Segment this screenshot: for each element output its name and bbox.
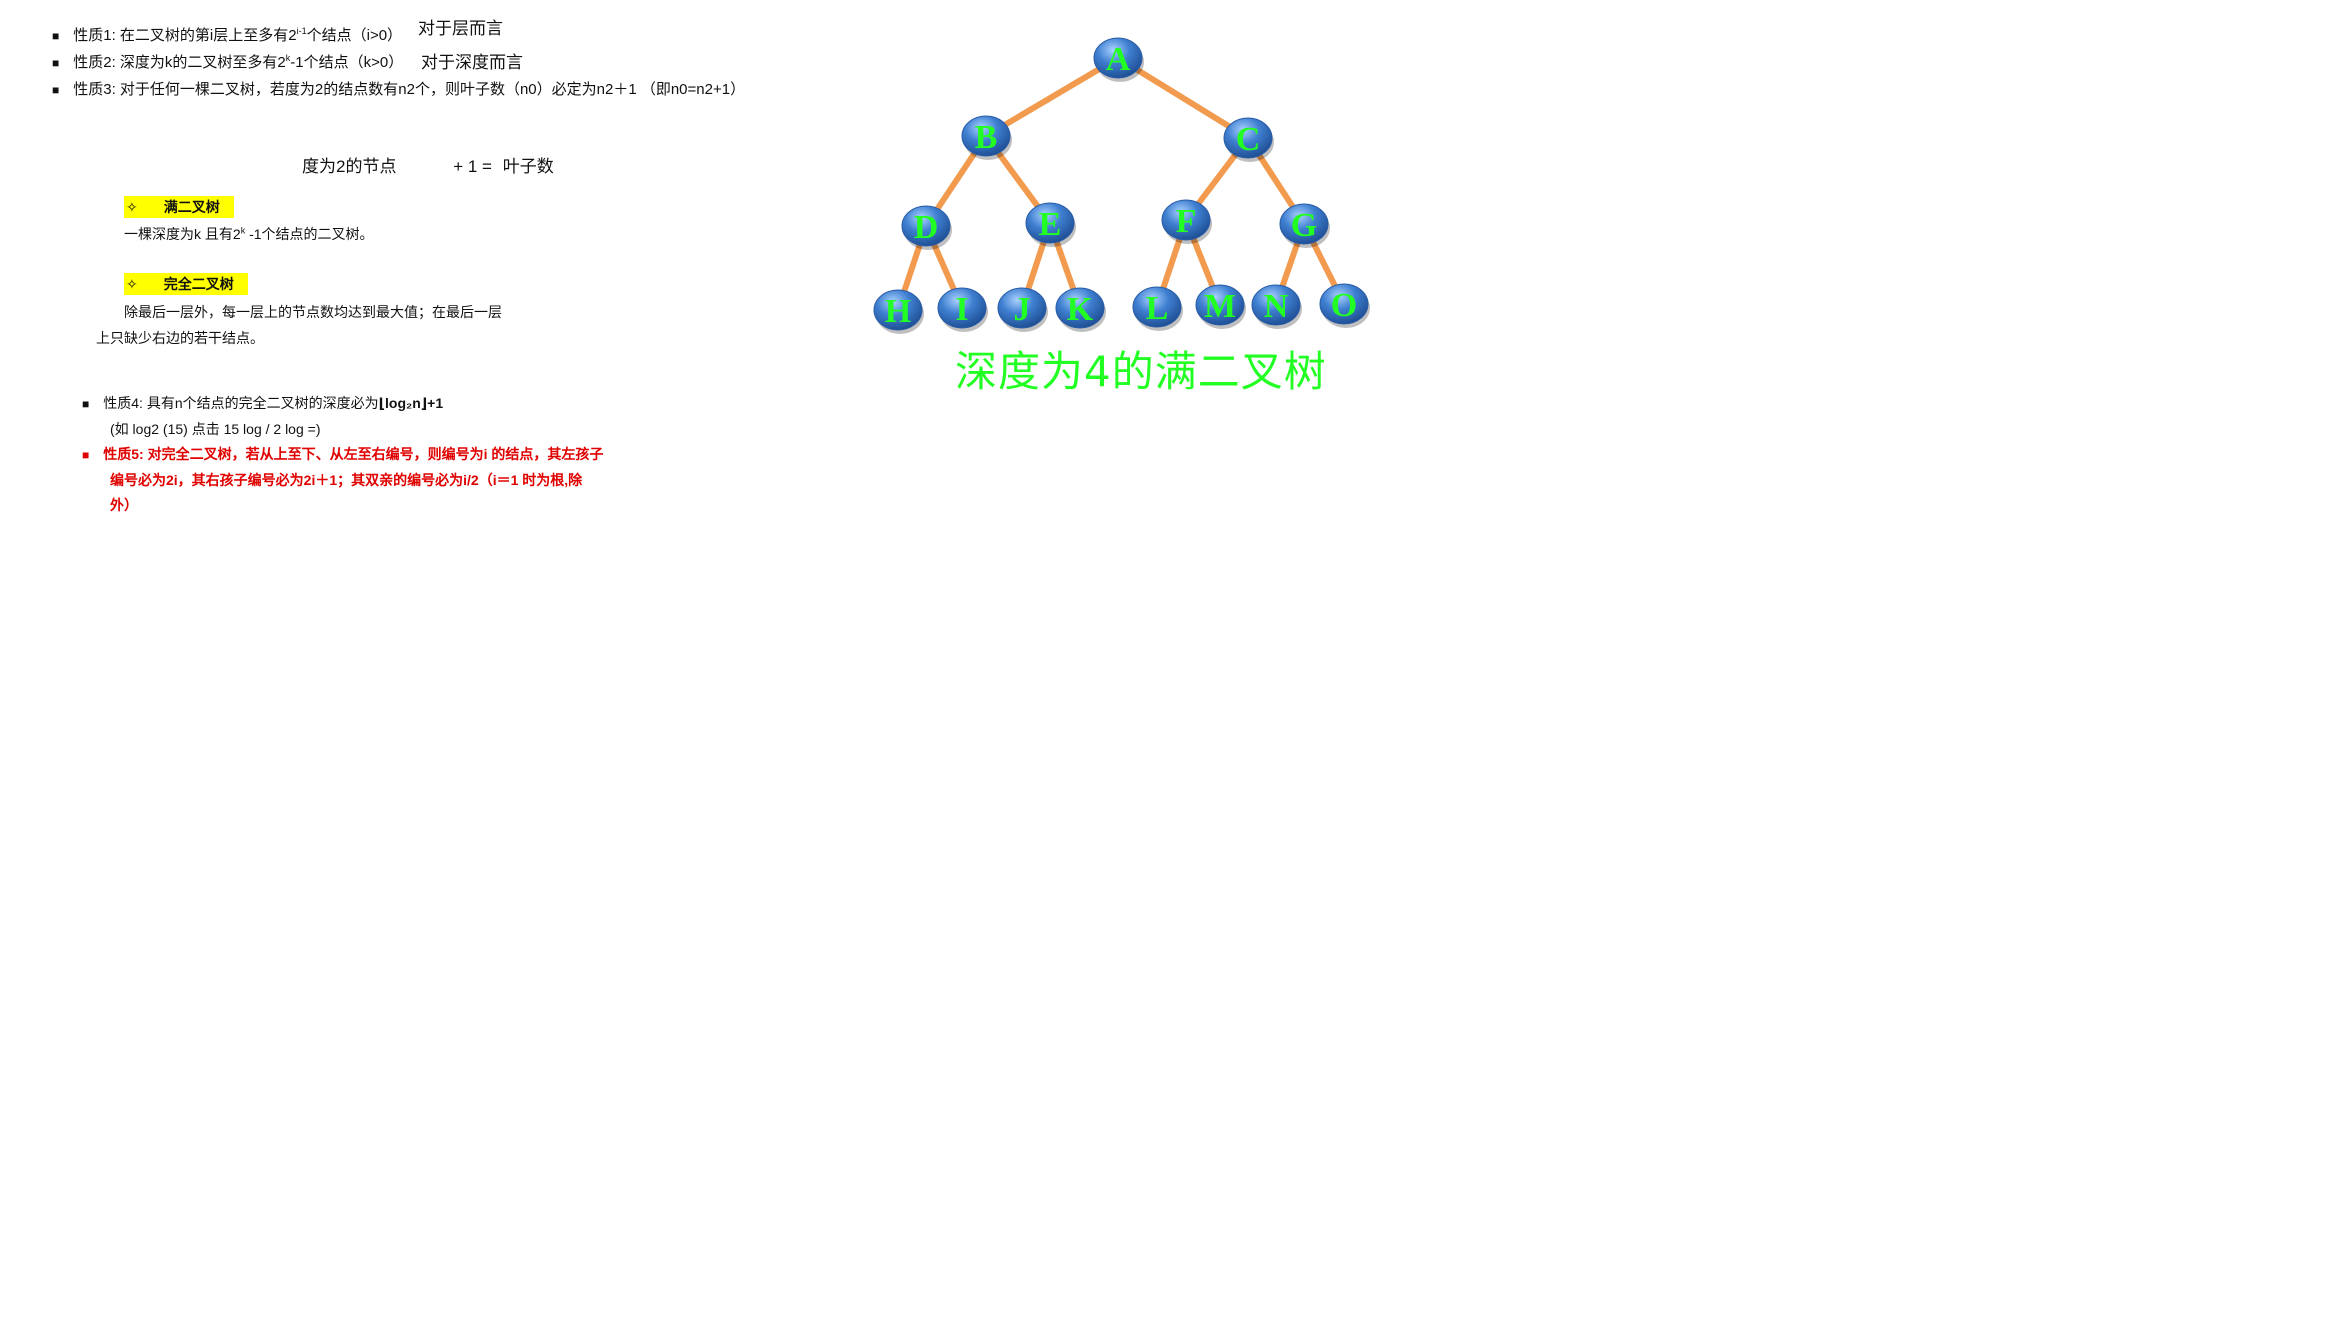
property-2-sup: k <box>285 53 291 63</box>
tree-node-label: D <box>914 209 939 246</box>
tree-node-K: K <box>1055 287 1106 332</box>
property-2-note: 对于深度而言 <box>421 53 523 72</box>
property-5-line3: 外） <box>110 497 138 513</box>
tree-node-H: H <box>873 289 924 334</box>
tree-node-label: K <box>1067 291 1094 328</box>
tree-node-J: J <box>997 287 1048 332</box>
tree-node-C: C <box>1223 117 1274 162</box>
complete-tree-desc-line2: 上只缺少右边的若干结点。 <box>96 330 264 346</box>
property-2-text: 性质2: 深度为k的二叉树至多有2 <box>73 54 286 71</box>
tree-node-label: B <box>975 119 998 156</box>
property-4-example: (如 log2 (15) 点击 15 log / 2 log =) <box>110 421 321 437</box>
tree-node-label: F <box>1176 203 1197 240</box>
tree-edge-A-B <box>983 55 1121 139</box>
tree-node-label: G <box>1291 207 1317 244</box>
property-1-text: 性质1: 在二叉树的第i层上至多有2 <box>73 27 297 44</box>
tree-node-label: I <box>955 291 968 328</box>
full-tree-label: ✧ 满二叉树 <box>124 196 234 218</box>
tree-node-D: D <box>901 205 952 250</box>
bullet-icon: ■ <box>52 83 60 97</box>
tree-caption: 深度为4的满二叉树 <box>955 347 1327 396</box>
tree-node-B: B <box>961 115 1012 160</box>
property-4-text: 性质4: 具有n个结点的完全二叉树的深度必为 <box>103 395 379 411</box>
property-1-sup: i-1 <box>296 26 307 36</box>
tree-node-label: A <box>1106 41 1131 78</box>
property-1-note: 对于层而言 <box>418 19 503 38</box>
property-4-formula: ⌊log₂n⌋ <box>378 395 428 411</box>
tree-node-E: E <box>1025 202 1076 247</box>
tree-node-G: G <box>1279 203 1330 248</box>
property-4-suffix: +1 <box>427 395 444 411</box>
tree-edges <box>895 55 1347 313</box>
tree-node-label: H <box>885 293 911 330</box>
full-tree-label-text: 满二叉树 <box>163 199 220 215</box>
tree-node-label: J <box>1014 291 1031 328</box>
full-tree-desc-sup: k <box>240 225 246 236</box>
complete-tree-highlight: ✧ 完全二叉树 <box>124 273 248 295</box>
tree-edge-A-C <box>1115 55 1251 141</box>
bullet-icon: ■ <box>52 56 60 70</box>
tree-node-N: N <box>1251 284 1302 329</box>
bullet-icon: ■ <box>82 397 90 411</box>
tree-node-I: I <box>937 287 988 332</box>
complete-tree-label: ✧ 完全二叉树 <box>124 273 248 295</box>
tree-node-label: L <box>1146 290 1169 327</box>
property-5-line1: ■ 性质5: 对完全二叉树，若从上至下、从左至右编号，则编号为i 的结点，其左孩子 <box>82 444 603 464</box>
formula: 度为2的节点 + 1 = 叶子数 <box>302 152 554 177</box>
bullet-icon: ■ <box>52 29 60 43</box>
tree-node-A: A <box>1093 37 1144 82</box>
property-5-line2: 编号必为2i，其右孩子编号必为2i＋1；其双亲的编号必为i/2（i＝1 时为根,… <box>110 472 583 488</box>
tree-node-label: O <box>1331 287 1357 324</box>
tree-node-O: O <box>1319 283 1370 328</box>
property-1: ■ 性质1: 在二叉树的第i层上至多有2i-1个结点（i>0） <box>52 24 402 45</box>
property-3-text: 性质3: 对于任何一棵二叉树，若度为2的结点数有n2个，则叶子数（n0）必定为n… <box>73 81 746 98</box>
formula-op: + 1 = <box>453 157 492 176</box>
property-2: ■ 性质2: 深度为k的二叉树至多有2k-1个结点（k>0） <box>52 51 403 72</box>
bullet-icon: ■ <box>82 448 90 462</box>
property-3: ■ 性质3: 对于任何一棵二叉树，若度为2的结点数有n2个，则叶子数（n0）必定为… <box>52 78 745 99</box>
complete-tree-desc-line1: 除最后一层外，每一层上的节点数均达到最大值；在最后一层 <box>124 304 502 320</box>
tree-node-label: C <box>1236 121 1261 158</box>
full-tree-desc: 一棵深度为k 且有2k -1个结点的二叉树。 <box>124 224 374 244</box>
formula-right: 叶子数 <box>502 157 554 176</box>
property-2-suffix: -1个结点（k>0） <box>290 54 404 71</box>
property-4: ■ 性质4: 具有n个结点的完全二叉树的深度必为⌊log₂n⌋+1 <box>82 393 443 413</box>
tree-node-label: M <box>1204 288 1236 325</box>
full-tree-highlight: ✧ 满二叉树 <box>124 196 234 218</box>
full-tree-desc-suffix: -1个结点的二叉树。 <box>245 226 374 242</box>
diamond-star-icon: ✧ <box>126 276 138 292</box>
property-5-line1-text: 性质5: 对完全二叉树，若从上至下、从左至右编号，则编号为i 的结点，其左孩子 <box>103 446 604 462</box>
property-1-suffix: 个结点（i>0） <box>306 27 403 44</box>
tree-node-F: F <box>1161 199 1212 244</box>
formula-left: 度为2的节点 <box>302 157 397 176</box>
tree-node-M: M <box>1195 284 1246 329</box>
full-tree-desc-prefix: 一棵深度为k 且有2 <box>124 226 241 242</box>
complete-tree-label-text: 完全二叉树 <box>163 276 234 292</box>
tree-node-label: N <box>1264 288 1289 325</box>
tree-node-label: E <box>1039 206 1062 243</box>
diamond-star-icon: ✧ <box>126 199 138 215</box>
tree-node-L: L <box>1132 286 1183 331</box>
